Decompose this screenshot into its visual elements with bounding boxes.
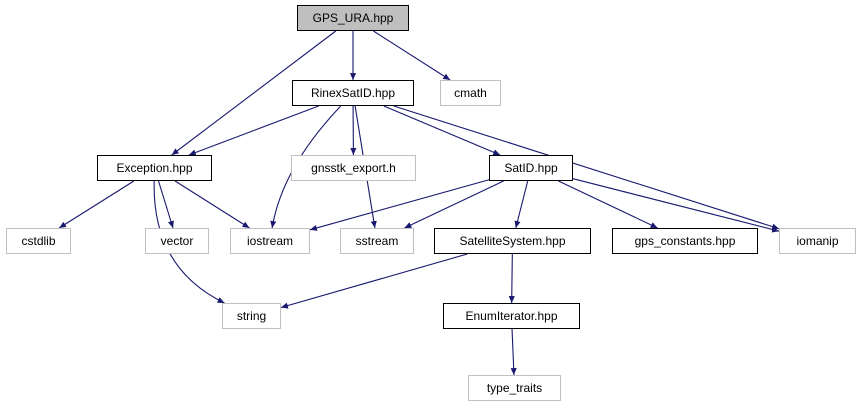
node-sstream: sstream bbox=[340, 228, 414, 254]
node-satid[interactable]: SatID.hpp bbox=[489, 155, 573, 181]
node-rinexsatid[interactable]: RinexSatID.hpp bbox=[292, 80, 414, 106]
edge-gps-ura-to-cmath bbox=[373, 30, 451, 81]
edge-gps-ura-to-exception bbox=[171, 30, 337, 156]
node-type-traits: type_traits bbox=[468, 375, 561, 401]
node-gps-constants[interactable]: gps_constants.hpp bbox=[612, 228, 758, 254]
edge-satellite-system-to-string bbox=[280, 253, 468, 309]
edge-satid-to-iostream bbox=[309, 179, 490, 231]
node-cmath: cmath bbox=[440, 80, 501, 106]
edge-enum-iterator-to-type-traits bbox=[510, 328, 517, 376]
edge-rinexsatid-to-exception bbox=[188, 105, 319, 156]
edge-exception-to-vector bbox=[157, 180, 174, 229]
edge-satid-to-gps-constants bbox=[558, 180, 658, 229]
node-string: string bbox=[222, 303, 281, 329]
edge-satid-to-satellite-system bbox=[514, 180, 529, 229]
edge-exception-to-string bbox=[153, 180, 225, 304]
node-satellite-system[interactable]: SatelliteSystem.hpp bbox=[434, 228, 591, 254]
edge-rinexsatid-to-iomanip bbox=[393, 105, 780, 230]
node-iostream: iostream bbox=[230, 228, 310, 254]
node-gps-ura: GPS_URA.hpp bbox=[297, 5, 409, 31]
edge-satellite-system-to-enum-iterator bbox=[508, 253, 515, 304]
node-vector: vector bbox=[145, 228, 209, 254]
edge-rinexsatid-to-satid bbox=[383, 105, 501, 156]
node-iomanip: iomanip bbox=[779, 228, 856, 254]
node-enum-iterator[interactable]: EnumIterator.hpp bbox=[443, 303, 580, 329]
edge-exception-to-iostream bbox=[174, 180, 250, 229]
node-cstdlib: cstdlib bbox=[6, 228, 71, 254]
node-gnsstk-export: gnsstk_export.h bbox=[291, 155, 416, 181]
edge-satid-to-sstream bbox=[404, 180, 504, 229]
edge-group bbox=[58, 30, 780, 376]
node-exception[interactable]: Exception.hpp bbox=[97, 155, 212, 181]
edge-satid-to-iomanip bbox=[572, 178, 780, 233]
edge-exception-to-cstdlib bbox=[58, 180, 135, 229]
